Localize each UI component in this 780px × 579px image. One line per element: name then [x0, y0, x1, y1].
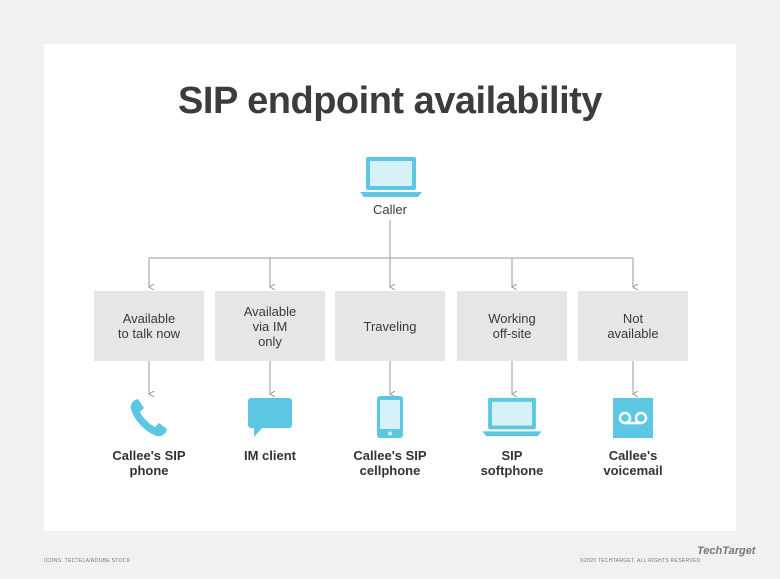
chat-bubble-icon — [248, 398, 292, 437]
endpoint-arrows — [149, 361, 633, 394]
icon-credit: ICONS: TECTELA/ADOBE STOCK — [44, 558, 131, 564]
endpoint-label-im-client: IM client — [243, 448, 296, 463]
status-label: Available to talk now — [117, 311, 181, 341]
copyright-text: ©2020 TECHTARGET. ALL RIGHTS RESERVED — [580, 558, 701, 564]
status-label: Not available — [607, 311, 659, 341]
endpoint-label-softphone: SIP softphone — [480, 448, 544, 478]
status-box-available: Available to talk now — [94, 291, 204, 361]
status-label: Working off-site — [488, 311, 536, 341]
endpoint-label-cellphone: Callee's SIP cellphone — [353, 448, 427, 478]
diagram-title: SIP endpoint availability — [178, 80, 602, 122]
status-box-offsite: Working off-site — [457, 291, 567, 361]
endpoint-label-voicemail: Callee's voicemail — [603, 448, 663, 478]
status-label: Available via IM only — [243, 303, 297, 349]
endpoint-label-sip-phone: Callee's SIP phone — [112, 448, 186, 478]
status-label: Traveling — [363, 318, 417, 334]
phone-icon — [130, 399, 167, 437]
softphone-laptop-icon — [482, 397, 542, 437]
caller-laptop-icon — [360, 157, 422, 197]
branch-arrows — [149, 258, 633, 287]
status-box-im-only: Available via IM only — [215, 291, 325, 361]
cellphone-icon — [377, 396, 403, 438]
voicemail-icon — [613, 398, 653, 438]
caller-label: Caller — [373, 202, 407, 217]
techtarget-logo: TechTarget — [697, 545, 756, 557]
status-box-not-available: Not available — [578, 291, 688, 361]
status-box-traveling: Traveling — [335, 291, 445, 361]
